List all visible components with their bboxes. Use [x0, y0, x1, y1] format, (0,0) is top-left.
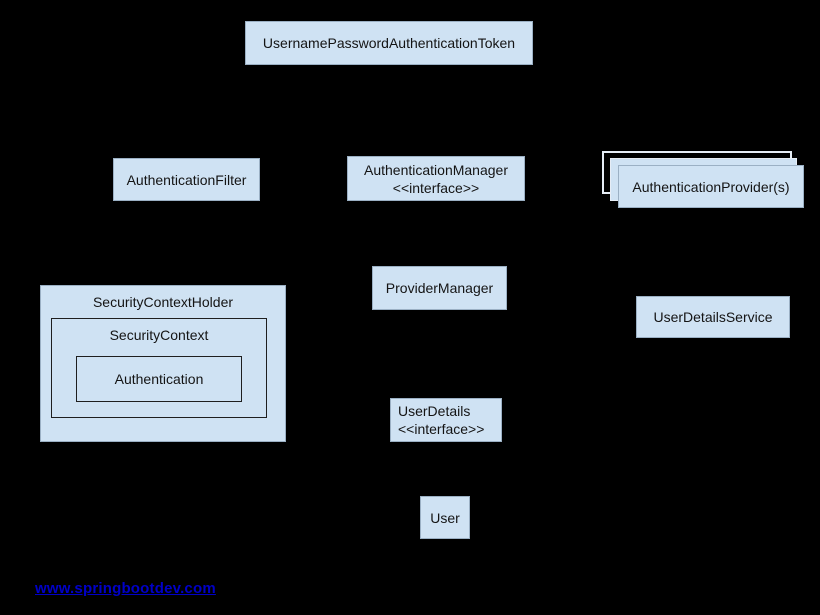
node-stereotype: <<interface>> — [392, 179, 480, 196]
node-authentication-providers: AuthenticationProvider(s) — [618, 165, 804, 208]
node-user-details: UserDetails <<interface>> — [390, 398, 502, 442]
node-user-details-service: UserDetailsService — [636, 296, 790, 338]
node-label: User — [430, 509, 460, 526]
node-security-context-holder: SecurityContextHolder SecurityContext Au… — [40, 285, 286, 442]
node-label: Authentication — [114, 371, 204, 387]
node-label: UsernamePasswordAuthenticationToken — [262, 35, 516, 51]
node-authentication: Authentication — [76, 356, 242, 402]
node-label: SecurityContext — [109, 327, 209, 343]
node-authentication-filter: AuthenticationFilter — [113, 158, 260, 201]
node-label: AuthenticationManager — [364, 161, 508, 178]
node-label: ProviderManager — [385, 280, 494, 296]
node-stereotype: <<interface>> — [398, 421, 485, 437]
node-label: AuthenticationProvider(s) — [632, 178, 790, 195]
node-label: SecurityContextHolder — [92, 294, 234, 310]
node-label: UserDetails — [398, 403, 471, 419]
node-label: UserDetailsService — [653, 309, 773, 325]
website-link[interactable]: www.springbootdev.com — [35, 580, 216, 597]
node-authentication-manager: AuthenticationManager <<interface>> — [347, 156, 525, 201]
node-security-context: SecurityContext Authentication — [51, 318, 267, 418]
node-username-password-authentication-token: UsernamePasswordAuthenticationToken — [245, 21, 533, 65]
node-user: User — [420, 496, 470, 539]
node-provider-manager: ProviderManager — [372, 266, 507, 310]
node-label: AuthenticationFilter — [126, 171, 247, 188]
